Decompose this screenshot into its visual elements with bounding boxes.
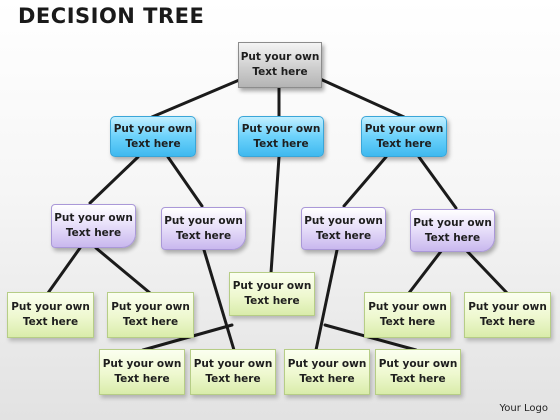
connector-l2a-leaf1 <box>46 246 82 295</box>
leaf-node-5: Put your own Text here <box>99 349 185 395</box>
connector-l2c-leaf7 <box>314 248 339 352</box>
connector-l2a-leaf2 <box>94 246 152 295</box>
leaf-node-3: Put your own Text here <box>364 292 451 338</box>
connector-root-l1a <box>150 76 246 119</box>
page-title: DECISION TREE <box>18 4 205 28</box>
connector-l1b-middle <box>269 155 281 275</box>
connector-l2d-leaf4 <box>464 248 509 295</box>
connector-l1a-l2b <box>166 155 204 208</box>
level2-node-1: Put your own Text here <box>51 204 136 248</box>
level1-node-left: Put your own Text here <box>110 116 196 157</box>
level1-node-right: Put your own Text here <box>361 116 447 157</box>
leaf-node-1: Put your own Text here <box>7 292 94 338</box>
connector-l1c-l2c <box>342 155 388 208</box>
middle-leaf-node: Put your own Text here <box>229 272 315 316</box>
level1-node-center: Put your own Text here <box>238 116 324 157</box>
connector-l1c-l2d <box>417 155 458 210</box>
leaf-node-6: Put your own Text here <box>190 349 276 395</box>
logo-text: Your Logo <box>499 403 548 414</box>
level2-node-4: Put your own Text here <box>410 209 495 252</box>
connector-l2b-leaf6 <box>202 248 236 352</box>
connector-l2d-leaf3 <box>407 248 444 295</box>
connector-l1a-l2a <box>88 155 140 205</box>
leaf-node-7: Put your own Text here <box>284 349 370 395</box>
leaf-node-8: Put your own Text here <box>375 349 461 395</box>
connector-root-l1c <box>316 76 406 119</box>
level2-node-3: Put your own Text here <box>301 207 386 250</box>
leaf-node-4: Put your own Text here <box>464 292 551 338</box>
leaf-node-2: Put your own Text here <box>107 292 194 338</box>
level2-node-2: Put your own Text here <box>161 207 246 250</box>
root-node: Put your own Text here <box>238 42 322 88</box>
